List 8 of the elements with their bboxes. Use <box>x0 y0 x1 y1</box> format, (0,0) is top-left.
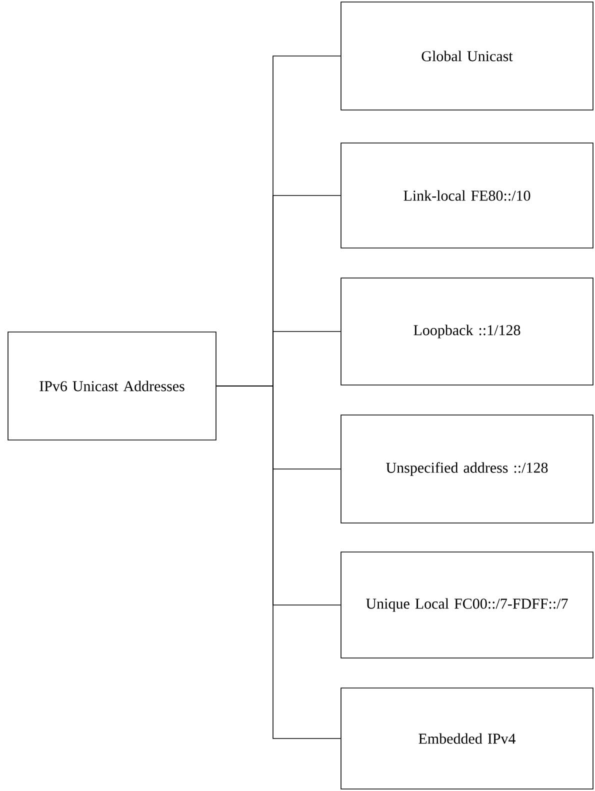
box: Unique Local FC00::/7-FDFF::/7 <box>340 552 594 658</box>
box: Unspecified address ::/128 <box>340 414 594 524</box>
box: Loopback ::1/128 <box>340 278 594 386</box>
connector-line <box>216 386 341 739</box>
box: Link-local FE80::/10 <box>340 142 594 248</box>
box: Embedded IPv4 <box>340 688 594 790</box>
box: IPv6 Unicast Addresses <box>8 332 216 440</box>
box: Global Unicast <box>340 2 594 110</box>
